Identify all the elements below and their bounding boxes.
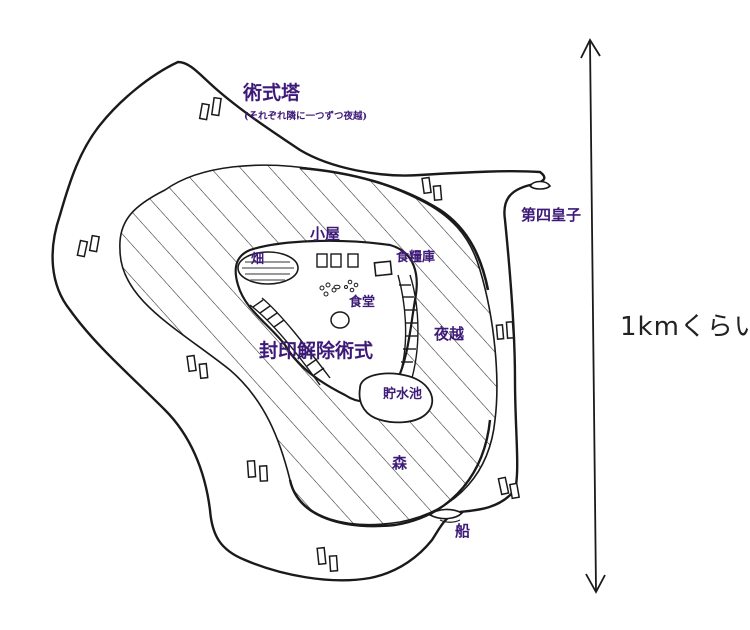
pond-label: 貯水池 <box>383 387 423 402</box>
storehouse <box>373 260 393 277</box>
tower-note: (それぞれ隣に一つずつ夜越) <box>244 111 367 122</box>
seal-ladder-left <box>249 297 331 386</box>
ship-label: 船 <box>455 522 471 540</box>
seal-ladder-right <box>397 274 419 379</box>
pond <box>358 372 434 424</box>
ship-icon <box>428 508 464 520</box>
dining-dots <box>319 279 359 297</box>
seal-label: 封印解除術式 <box>259 340 374 362</box>
storehouse-label: 食糧庫 <box>396 250 436 265</box>
prince-boat <box>528 180 552 190</box>
dining-label: 食堂 <box>349 295 376 310</box>
scale-arrow <box>580 38 606 594</box>
hut-label: 小屋 <box>310 225 341 243</box>
huts <box>316 253 359 268</box>
field-label: 畑 <box>251 252 265 267</box>
tower-label: 術式塔 <box>243 82 301 104</box>
prince-label: 第四皇子 <box>521 206 582 224</box>
scale-label: 1kmくらい <box>620 312 750 342</box>
yagoshi-label: 夜越 <box>434 325 465 343</box>
dining-building <box>330 311 350 329</box>
forest-label: 森 <box>392 454 408 472</box>
tower-pairs <box>76 96 521 572</box>
